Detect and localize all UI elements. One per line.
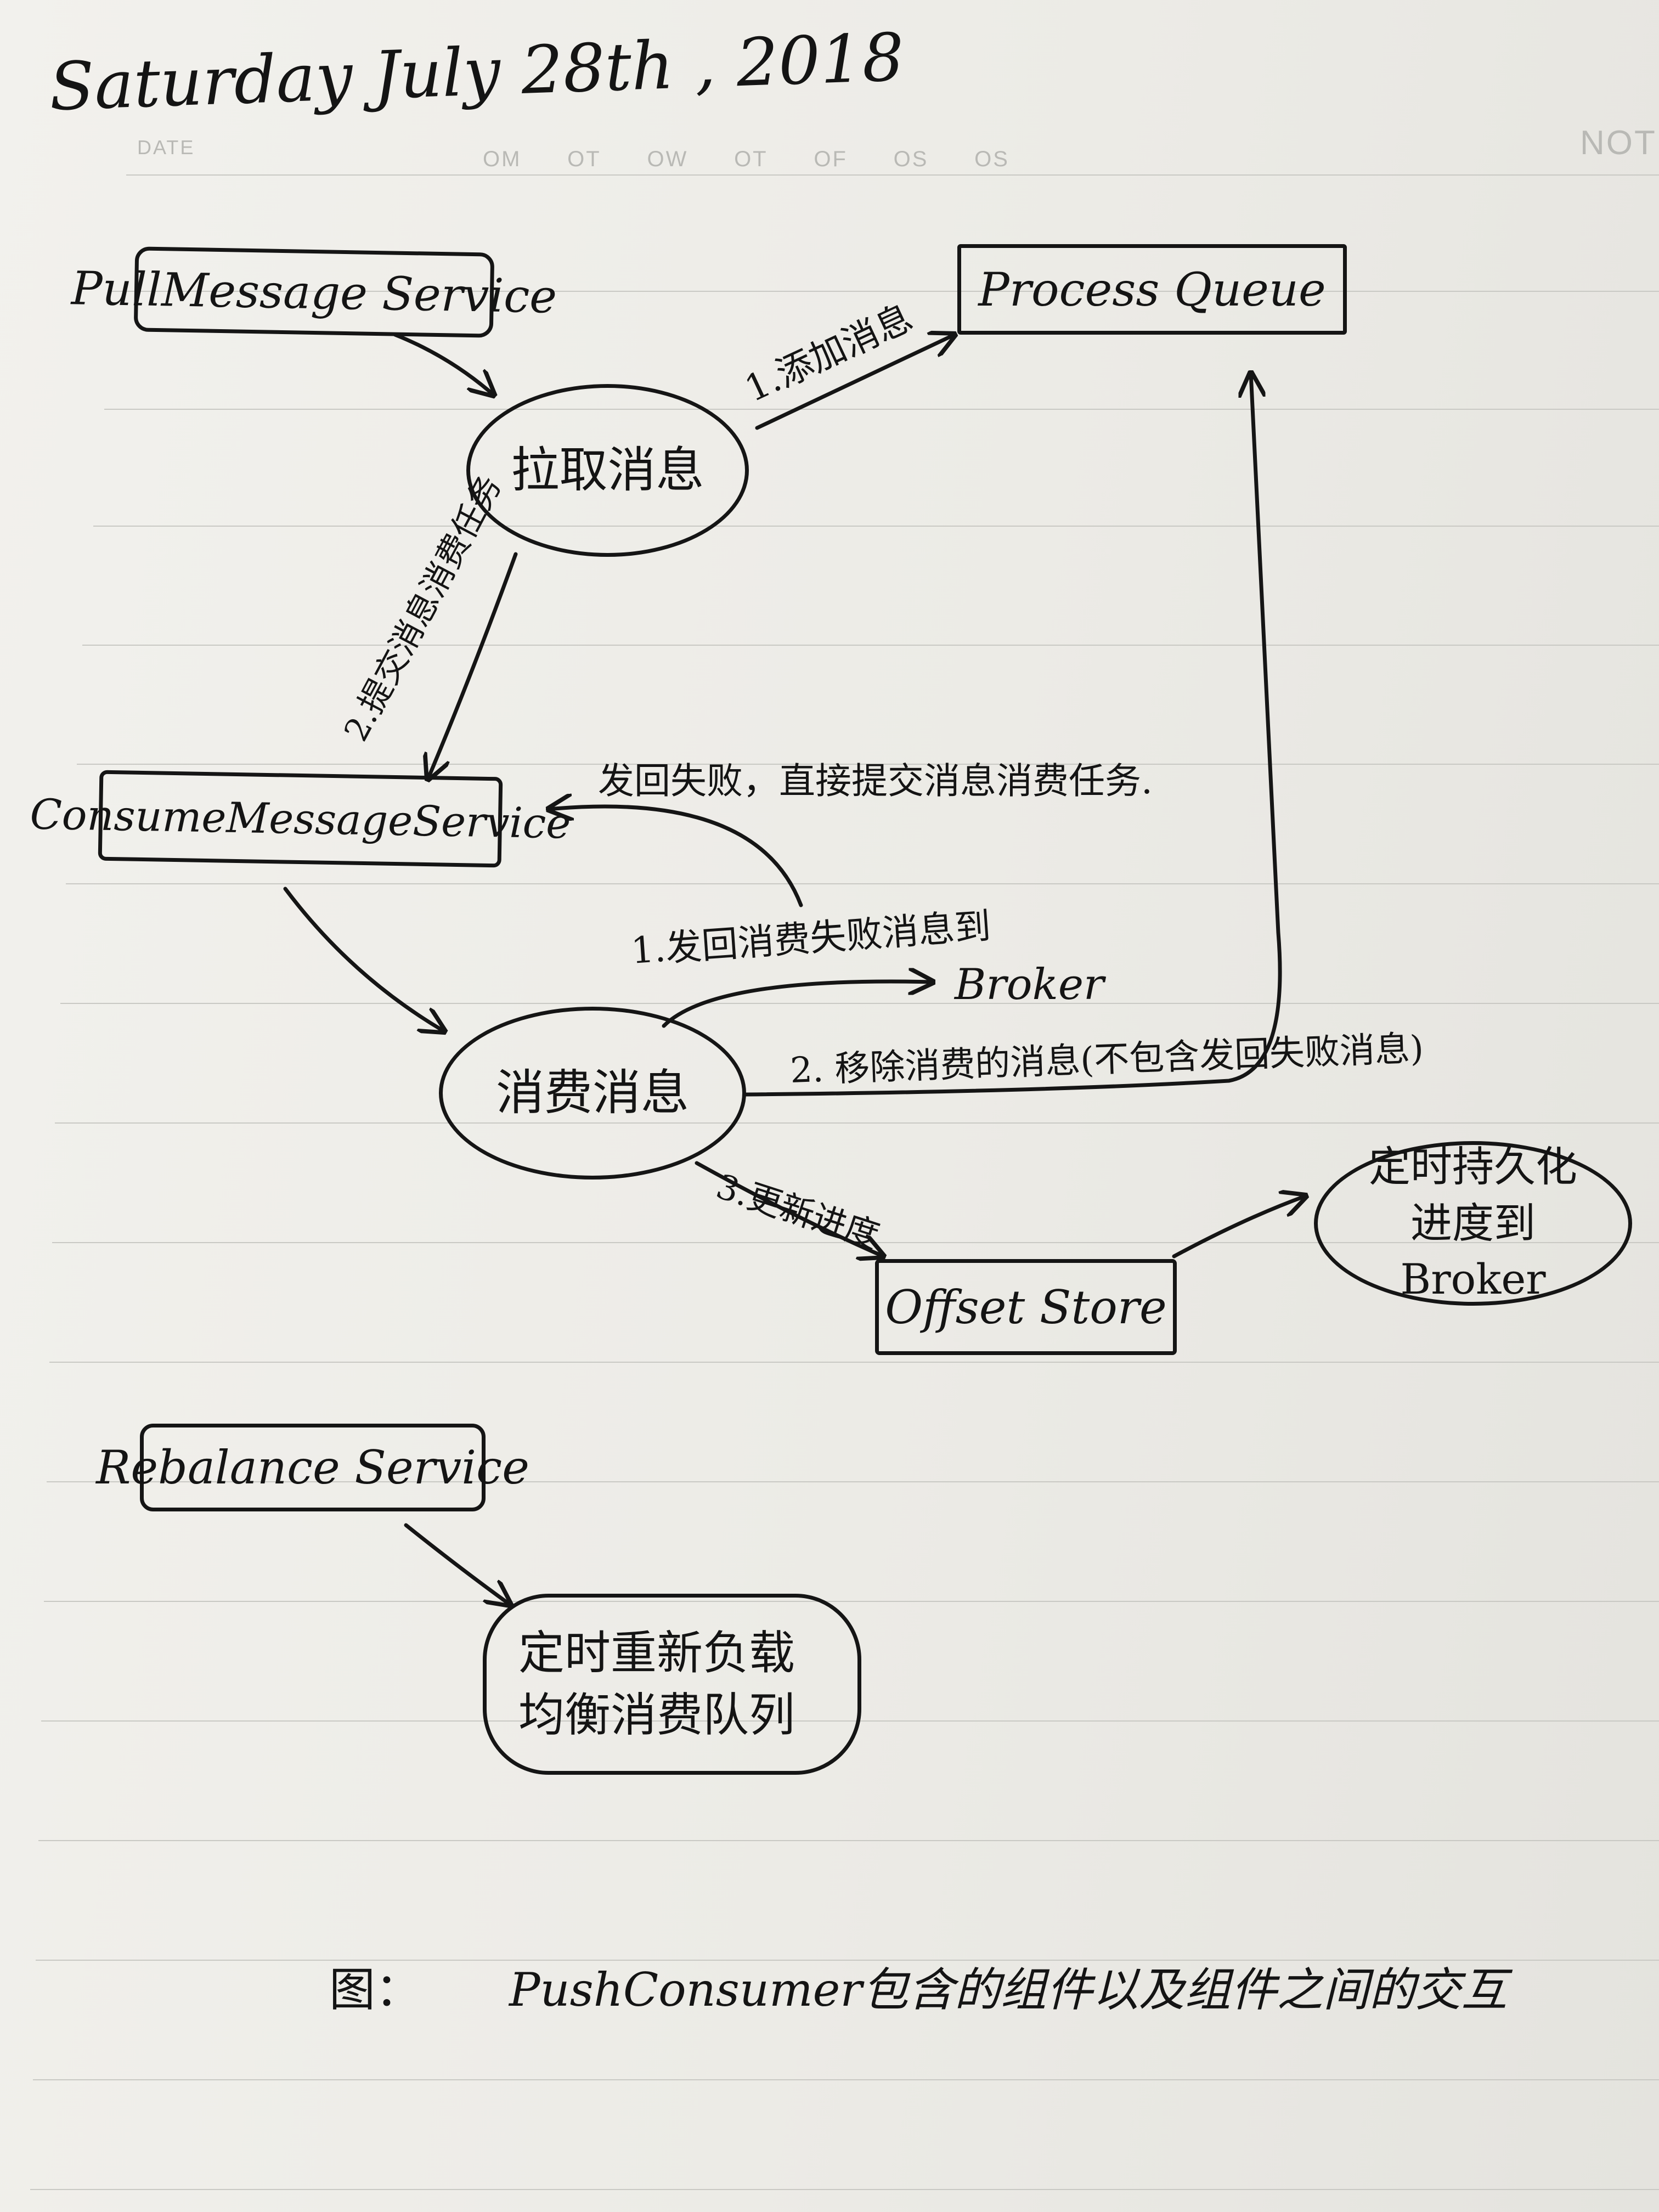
weekday-tue: OT [567,147,601,171]
offset-store-box: Offset Store [875,1259,1177,1355]
process-queue-label: Process Queue [978,262,1326,317]
printed-date-label: DATE [137,136,195,159]
arrow-consume-to-offsetstore [695,1161,883,1256]
rebalance-service-label: Rebalance Service [96,1441,529,1494]
process-queue-box: Process Queue [957,244,1347,335]
weekday-mon: OM [483,147,522,171]
weekday-sun: OS [974,147,1009,171]
arrow-pullservice-to-pull [393,332,494,395]
rebalance-queue-label: 定时重新负载均衡消费队列 [518,1626,795,1742]
arrow-rebalance-to-queue [404,1523,510,1605]
label-broker: Broker [955,960,1104,1009]
weekday-fri: OF [814,147,848,171]
arrow-consume-to-processqueue [744,373,1282,1097]
arrow-sendback-loop [549,806,803,907]
rebalance-queue-oval: 定时重新负载均衡消费队列 [483,1594,861,1775]
arrow-offsetstore-to-persist [1172,1196,1306,1259]
printed-corner-label: NOT [1580,124,1657,162]
consume-message-service-box: ConsumeMessageService [30,770,571,868]
caption-text: PushConsumer包含的组件以及组件之间的交互 [509,1963,1508,2017]
pull-message-service-box: PullMessage Service [71,246,557,338]
caption-prefix: 图： [329,1963,422,2017]
consume-message-label: 消费消息 [495,1064,689,1121]
persist-offset-oval: 定时持久化进度到 Broker [1314,1141,1632,1306]
weekday-sat: OS [893,147,929,171]
pull-message-label: 拉取消息 [511,442,704,499]
figure-caption: 图： PushConsumer包含的组件以及组件之间的交互 [329,1953,1508,2019]
consume-message-service-label: ConsumeMessageService [29,789,572,848]
weekday-wed: OW [647,147,689,171]
printed-weekdays: OM OT OW OT OF OS OS [483,147,1009,172]
arrow-consumeservice-to-consume [283,887,444,1031]
weekday-thu: OT [734,147,768,171]
offset-store-label: Offset Store [885,1280,1167,1334]
pull-message-oval: 拉取消息 [466,384,749,557]
label-send-back-failed: 发回失败，直接提交消息消费任务. [598,760,1153,802]
pull-message-service-label: PullMessage Service [71,261,557,324]
rebalance-service-box: Rebalance Service [96,1424,529,1511]
arrow-pull-to-processqueue [755,335,955,430]
arrow-pull-to-consumeservice [428,552,518,779]
arrow-consume-to-broker [662,981,933,1028]
persist-offset-label: 定时持久化进度到 Broker [1369,1142,1577,1304]
consume-message-oval: 消费消息 [439,1007,746,1180]
